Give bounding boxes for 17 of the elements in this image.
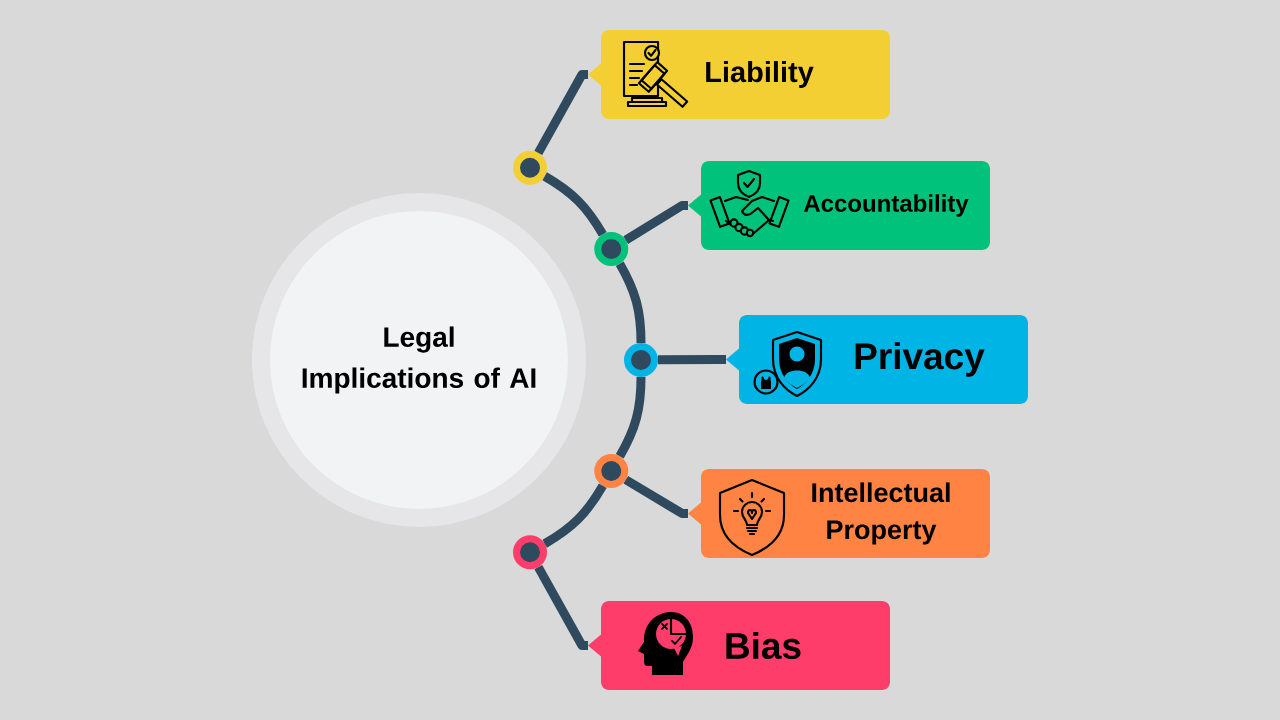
connector-line xyxy=(534,70,588,156)
junction-dot xyxy=(513,150,547,185)
connector-line xyxy=(623,475,688,518)
junction-dot xyxy=(594,232,629,266)
callout-box: Intellectual Property xyxy=(688,469,990,558)
connector-line xyxy=(658,355,726,365)
connector-line xyxy=(615,376,646,459)
connector-line xyxy=(623,201,688,244)
callout-box: Accountability xyxy=(688,161,990,250)
junction-dot xyxy=(594,454,629,488)
connector-line xyxy=(534,564,588,650)
junction-dot xyxy=(624,343,658,377)
connector-line xyxy=(542,172,607,237)
connector-line xyxy=(615,261,646,344)
callout-box: Liability xyxy=(588,30,890,119)
junction-dot xyxy=(513,535,547,570)
connector-line xyxy=(542,483,607,548)
